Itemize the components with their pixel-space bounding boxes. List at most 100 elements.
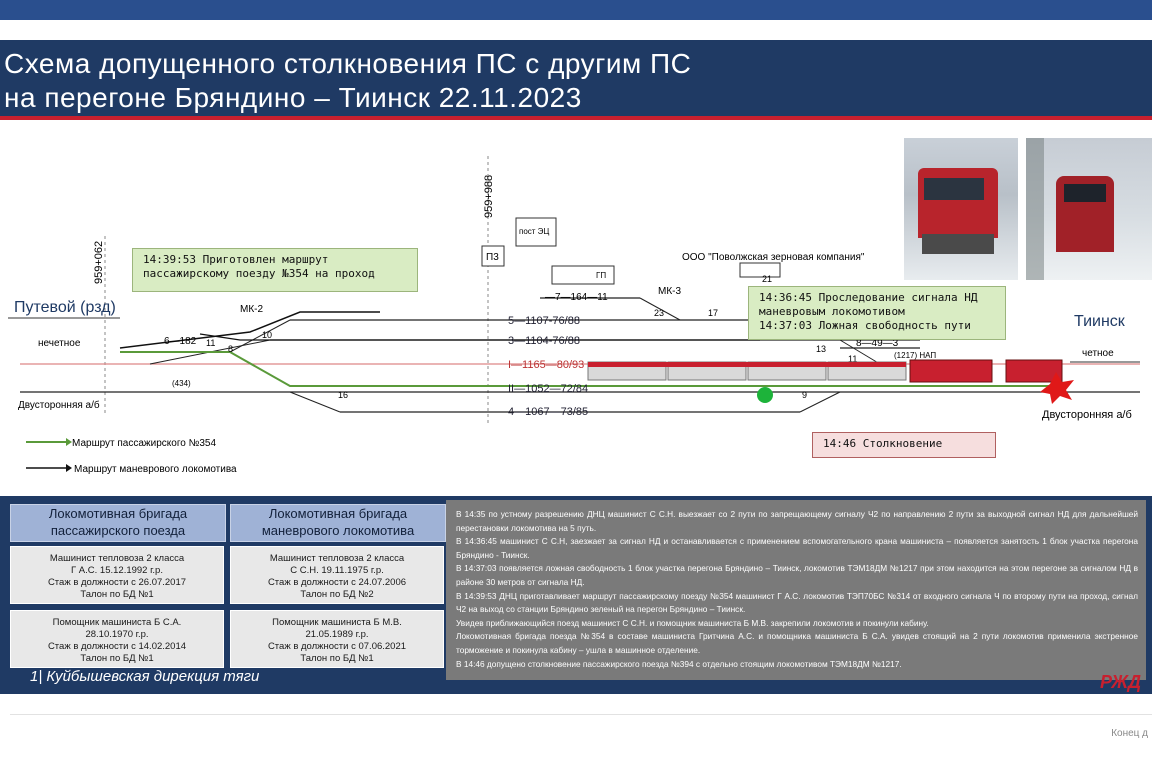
- shunting-driver-line2: С С.Н. 19.11.1975 г.р.: [290, 565, 384, 576]
- p3-box: [481, 245, 505, 267]
- direction-odd-label: нечетное: [38, 338, 81, 349]
- track-1-label: I—1165—80/93: [508, 359, 584, 371]
- shunting-assistant-card: Помощник машиниста Б М.В. 21.05.1989 г.р…: [230, 610, 444, 668]
- title-band: Схема допущенного столкновения ПС с друг…: [0, 40, 1152, 120]
- passenger-assistant-line1: Помощник машиниста Б С.А.: [52, 617, 182, 628]
- shunting-driver-line4: Талон по БД №2: [300, 589, 374, 600]
- track-8-label: 8—49—3: [856, 338, 899, 349]
- crew-passenger-header-line1: Локомотивная бригада: [48, 506, 188, 521]
- company-label: ООО "Поволжская зерновая компания": [682, 252, 865, 263]
- note-signal-passed-line2: маневровым локомотивом: [759, 305, 905, 318]
- crew-shunting-header-line1: Локомотивная бригада: [268, 506, 408, 521]
- switch-left-2: [229, 319, 291, 353]
- green-signal-marker: [757, 387, 773, 403]
- km-label-center: 959+988: [483, 175, 495, 218]
- switch-num-9: 9: [802, 390, 807, 400]
- note-signal-passed-line3: 14:37:03 Ложная свободность пути: [759, 319, 971, 332]
- track-diagram: 959+062 959+988 П3 пост ЭЦ ГП ООО "Повол…: [0, 136, 1152, 496]
- legend-black-arrow: [66, 464, 72, 472]
- passenger-driver-line4: Талон по БД №1: [80, 589, 154, 600]
- passenger-train-stripe: [588, 362, 906, 367]
- mk3-label: МК-3: [658, 286, 681, 297]
- switch-num-11a: 11: [206, 338, 215, 348]
- gp-label: ГП: [596, 271, 606, 280]
- legend-green-label: Маршрут пассажирского №354: [72, 438, 216, 449]
- switch-num-17: 17: [708, 308, 718, 318]
- collision-photo-2: [1026, 138, 1152, 280]
- shunting-assistant-line2: 21.05.1989 г.р.: [305, 629, 369, 640]
- crew-passenger-header: Локомотивная бригада пассажирского поезд…: [10, 504, 226, 542]
- company-siding-box: [739, 262, 781, 278]
- passenger-driver-line2: Г А.С. 15.12.1992 г.р.: [71, 565, 163, 576]
- photo-2-cab-window: [1064, 184, 1106, 202]
- shunting-driver-line3: Стаж в должности с 24.07.2006: [267, 577, 407, 588]
- passenger-assistant-line4: Талон по БД №1: [80, 653, 154, 664]
- note-route-prepared-line2: пассажирскому поезду №354 на проход: [143, 267, 375, 280]
- collision-photo-1: [904, 138, 1018, 280]
- shunting-locomotive: [1005, 359, 1063, 383]
- shunting-assistant-line3: Стаж в должности с 07.06.2021: [267, 641, 407, 652]
- switch-num-8: 8: [228, 344, 233, 354]
- note-signal-passed-line1: 14:36:45 Проследование сигнала НД: [759, 291, 978, 304]
- slide-title-line2: на перегоне Бряндино – Тиинск 22.11.2023: [4, 82, 582, 113]
- legend-black-label: Маршрут маневрового локомотива: [74, 464, 237, 475]
- footer-division-label: 1| Куйбышевская дирекция тяги: [30, 668, 260, 685]
- passenger-assistant-card: Помощник машиниста Б С.А. 28.10.1970 г.р…: [10, 610, 224, 668]
- switch-right-3: [799, 391, 841, 413]
- station-left-label: Путевой (рзд): [14, 299, 116, 316]
- shunting-driver-card: Машинист тепловоза 2 класса С С.Н. 19.11…: [230, 546, 444, 604]
- photo-1-cab-window: [924, 178, 984, 200]
- direction-even-label: четное: [1082, 348, 1114, 359]
- narrative-paragraph: Локомотивная бригада поезда №354 в соста…: [456, 631, 1138, 655]
- switch-6-label: 6—182: [164, 336, 197, 347]
- shunting-driver-line1: Машинист тепловоза 2 класса: [269, 553, 405, 564]
- shunting-assistant-line4: Талон по БД №1: [300, 653, 374, 664]
- narrative-paragraph: В 14:46 допущено столкновение пассажирск…: [456, 658, 902, 669]
- narrative-paragraph: Увидев приближающийся поезд машинист С С…: [456, 617, 929, 628]
- switch-left-3: [289, 391, 341, 413]
- nap-label: (1217) НАП: [894, 351, 936, 360]
- switch-num-10: 10: [262, 330, 272, 340]
- switch-right-4: [839, 339, 881, 365]
- crew-shunting-header: Локомотивная бригада маневрового локомот…: [230, 504, 446, 542]
- title-underline: [0, 116, 1152, 120]
- photo-1-debris: [922, 234, 994, 254]
- passenger-assistant-line3: Стаж в должности с 14.02.2014: [47, 641, 187, 652]
- switch-num-21: 21: [762, 274, 772, 284]
- narrative-paragraph: В 14:35 по устному разрешению ДНЦ машини…: [456, 509, 1138, 533]
- passenger-locomotive: [909, 359, 993, 383]
- narrative-paragraph: В 14:39:53 ДНЦ приготавливает маршрут па…: [456, 590, 1138, 615]
- track-5-label: 5—1107-76/88: [508, 315, 580, 327]
- route-passenger: [120, 351, 1060, 387]
- shunting-assistant-line1: Помощник машиниста Б М.В.: [272, 617, 402, 628]
- rzd-logo: РЖД: [1100, 672, 1142, 692]
- narrative-paragraph: В 14:37:03 появляется ложная свободность…: [456, 563, 1138, 587]
- station-right-label: Тиинск: [1074, 313, 1126, 330]
- track-3-label: 3—1104-76/88: [508, 335, 580, 347]
- footer-divider: [10, 714, 1152, 715]
- km-label-left: 959+062: [93, 241, 105, 284]
- switch-num-16: 16: [338, 390, 348, 400]
- note-route-prepared: 14:39:53 Приготовлен маршрут пассажирско…: [132, 248, 418, 292]
- route-shunting-2: [199, 333, 760, 341]
- passenger-driver-line1: Машинист тепловоза 2 класса: [49, 553, 185, 564]
- switch-num-23: 23: [654, 308, 664, 318]
- gp-box: [551, 265, 615, 285]
- passenger-driver-line3: Стаж в должности с 26.07.2017: [47, 577, 187, 588]
- switch-right-1: [639, 297, 681, 321]
- block-right-label: Двусторонняя а/б: [1042, 409, 1132, 421]
- post-ec-box: [515, 217, 557, 247]
- note-signal-passed: 14:36:45 Проследование сигнала НД маневр…: [748, 286, 1006, 340]
- collision-marker: [1040, 372, 1074, 404]
- note-collision: 14:46 Столкновение: [812, 432, 996, 458]
- crew-shunting-header-line2: маневрового локомотива: [261, 523, 415, 538]
- slide-title-line1: Схема допущенного столкновения ПС с друг…: [4, 48, 692, 79]
- mk2-label: МК-2: [240, 304, 263, 315]
- block-left-label: Двусторонняя а/б: [18, 399, 100, 411]
- crew-passenger-header-line2: пассажирского поезда: [50, 523, 186, 538]
- track-diagram-svg: 959+062 959+988 П3 пост ЭЦ ГП ООО "Повол…: [8, 156, 1140, 475]
- narrative-paragraph: В 14:36:45 машинист С С.Н, заезжает за с…: [456, 536, 1138, 560]
- note-route-prepared-line1: 14:39:53 Приготовлен маршрут: [143, 253, 329, 266]
- photo-2-trees: [1026, 138, 1044, 280]
- legend-green-arrow: [66, 438, 72, 446]
